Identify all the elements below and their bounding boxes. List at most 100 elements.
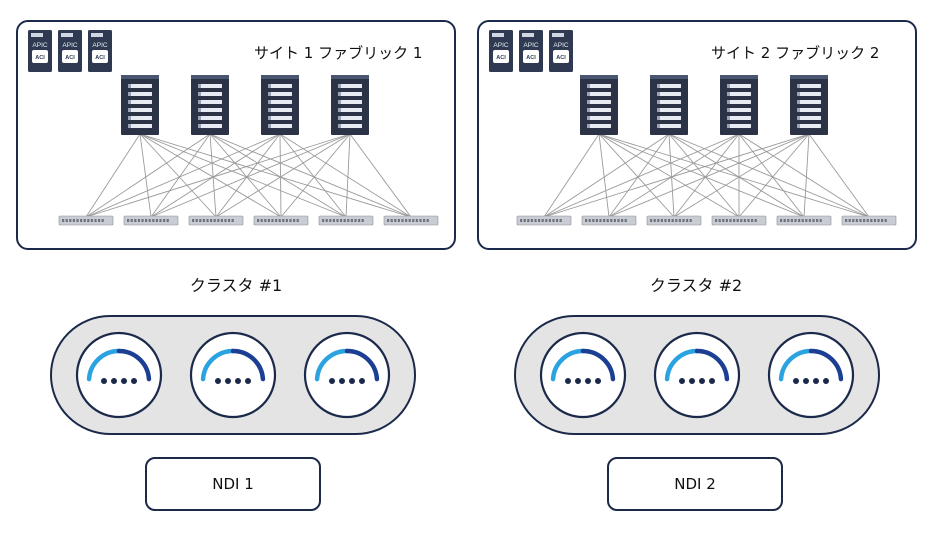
apic-label: APIC bbox=[553, 42, 568, 49]
spine-switch-icon bbox=[720, 75, 758, 135]
fabric-link bbox=[598, 133, 740, 218]
fabric-link bbox=[668, 133, 805, 218]
ndi-node-icon bbox=[539, 331, 627, 419]
fabric-link bbox=[598, 133, 610, 218]
spine-switch-icon bbox=[261, 75, 299, 135]
aci-badge: ACI bbox=[35, 55, 45, 61]
apic-controller-icon: APIC ACI bbox=[28, 30, 52, 72]
leaf-switch-icon bbox=[123, 215, 179, 226]
cluster-2 bbox=[514, 315, 880, 435]
leaf-switch-icon bbox=[383, 215, 439, 226]
site-1-title: サイト 1 ファブリック 1 bbox=[254, 44, 423, 62]
aci-badge: ACI bbox=[526, 55, 536, 61]
ndi-node-icon bbox=[75, 331, 163, 419]
fabric-link bbox=[85, 133, 141, 218]
fabric-link bbox=[139, 133, 412, 218]
ndi-node-icon bbox=[653, 331, 741, 419]
fabric-link bbox=[738, 133, 805, 218]
ndi-node-icon bbox=[189, 331, 277, 419]
leaf-switch-icon bbox=[516, 215, 572, 226]
spine-switch-icon bbox=[790, 75, 828, 135]
ndi-2-box: NDI 2 bbox=[607, 457, 783, 511]
fabric-link bbox=[598, 133, 805, 218]
fabric-link bbox=[803, 133, 810, 218]
fabric-link bbox=[209, 133, 217, 218]
leaf-switch-icon bbox=[776, 215, 832, 226]
fabric-link bbox=[150, 133, 281, 218]
aci-badge: ACI bbox=[95, 55, 105, 61]
cluster-2-label: クラスタ #2 bbox=[649, 276, 743, 295]
spine-switch-icon bbox=[191, 75, 229, 135]
apic-label: APIC bbox=[92, 42, 107, 49]
fabric-link bbox=[543, 133, 670, 218]
leaf-switch-icon bbox=[188, 215, 244, 226]
leaf-switch-icon bbox=[318, 215, 374, 226]
fabric-link bbox=[85, 133, 281, 218]
fabric-link bbox=[543, 133, 600, 218]
fabric-link bbox=[668, 133, 740, 218]
apic-label: APIC bbox=[62, 42, 77, 49]
fabric-link bbox=[345, 133, 351, 218]
fabric-link bbox=[85, 133, 211, 218]
fabric-link bbox=[543, 133, 810, 218]
apic-label: APIC bbox=[523, 42, 538, 49]
fabric-link bbox=[85, 133, 351, 218]
fabric-link bbox=[150, 133, 211, 218]
leaf-switch-icon bbox=[581, 215, 637, 226]
apic-controller-icon: APIC ACI bbox=[88, 30, 112, 72]
spine-switch-icon bbox=[580, 75, 618, 135]
spine-switch-icon bbox=[331, 75, 369, 135]
leaf-switch-icon bbox=[646, 215, 702, 226]
aci-badge: ACI bbox=[496, 55, 506, 61]
site-2-topology: APIC ACI APIC ACI APIC ACI bbox=[489, 30, 897, 226]
fabric-link bbox=[279, 133, 347, 218]
leaf-switch-icon bbox=[841, 215, 897, 226]
spine-switch-icon bbox=[650, 75, 688, 135]
ndi-1-box: NDI 1 bbox=[145, 457, 321, 511]
fabric-link bbox=[738, 133, 870, 218]
fabric-links bbox=[85, 133, 412, 218]
fabric-link bbox=[209, 133, 282, 218]
fabric-link bbox=[150, 133, 351, 218]
fabric-link bbox=[608, 133, 810, 218]
fabric-link bbox=[139, 133, 217, 218]
fabric-link bbox=[668, 133, 675, 218]
fabric-link bbox=[139, 133, 152, 218]
leaf-switch-icon bbox=[58, 215, 114, 226]
fabric-link bbox=[673, 133, 740, 218]
fabric-link bbox=[215, 133, 281, 218]
fabric-link bbox=[808, 133, 870, 218]
apic-controller-icon: APIC ACI bbox=[519, 30, 543, 72]
fabric-link bbox=[139, 133, 282, 218]
fabric-links bbox=[543, 133, 870, 218]
aci-badge: ACI bbox=[556, 55, 566, 61]
fabric-link bbox=[280, 133, 351, 218]
apic-controller-icon: APIC ACI bbox=[489, 30, 513, 72]
ndi-node-icon bbox=[303, 331, 391, 419]
fabric-link bbox=[738, 133, 810, 218]
fabric-link bbox=[608, 133, 740, 218]
fabric-link bbox=[543, 133, 740, 218]
fabric-link bbox=[349, 133, 412, 218]
fabric-link bbox=[209, 133, 347, 218]
apic-label: APIC bbox=[493, 42, 508, 49]
ndi-node-icon bbox=[767, 331, 855, 419]
spine-switch-icon bbox=[121, 75, 159, 135]
apic-label: APIC bbox=[32, 42, 47, 49]
fabric-link bbox=[139, 133, 347, 218]
site-2-title: サイト 2 ファブリック 2 bbox=[711, 44, 880, 62]
cluster-1-label: クラスタ #1 bbox=[189, 276, 283, 295]
fabric-link bbox=[668, 133, 870, 218]
fabric-link bbox=[608, 133, 670, 218]
apic-controller-icon: APIC ACI bbox=[549, 30, 573, 72]
fabric-link bbox=[598, 133, 675, 218]
leaf-switch-icon bbox=[711, 215, 767, 226]
fabric-link bbox=[673, 133, 810, 218]
fabric-link bbox=[215, 133, 351, 218]
site-2-fabric: APIC ACI APIC ACI APIC ACI サイト 2 ファブリック 2 bbox=[477, 20, 917, 250]
leaf-switch-icon bbox=[253, 215, 309, 226]
fabric-link bbox=[279, 133, 282, 218]
